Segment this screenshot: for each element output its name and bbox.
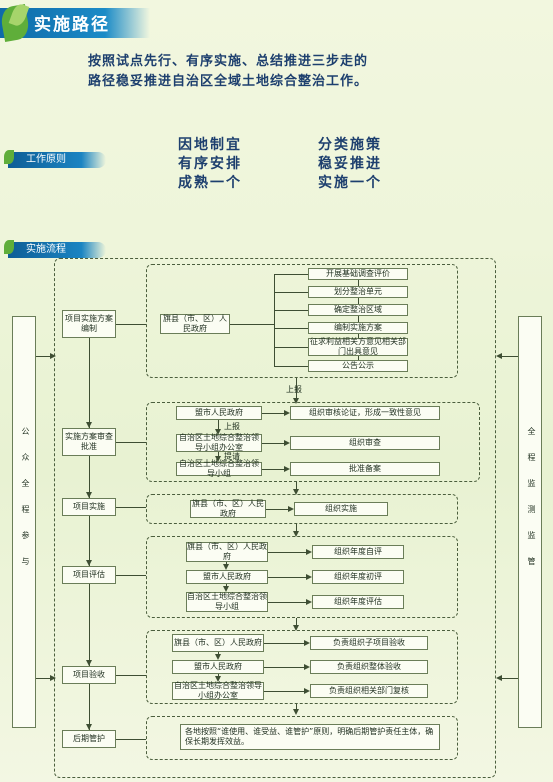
county-government: 旗县（市、区）人民政府 xyxy=(186,542,268,562)
county-government: 旗县（市、区）人民政府 xyxy=(190,499,266,518)
region-leading-group: 自治区土地综合整治领导小组 xyxy=(186,592,268,612)
action-initial-evaluate: 组织年度初评 xyxy=(312,570,404,584)
principle-item: 分类施策 xyxy=(318,137,382,153)
step-consult: 征求利益相关方意见相关部门出具意见 xyxy=(308,337,408,356)
principles-tag: 工作原则 xyxy=(8,152,106,168)
step-publicize: 公告公示 xyxy=(308,360,408,372)
action-organize-review: 组织审查 xyxy=(290,436,440,450)
page-title: 实施路径 xyxy=(34,15,110,35)
stage-plan-approve: 实施方案审查批准 xyxy=(62,428,116,456)
stage6-group xyxy=(146,716,458,760)
region-office: 自治区土地综合整治领导小组办公室 xyxy=(176,433,262,452)
leaf-icon xyxy=(4,150,14,164)
action-approve-record: 批准备案 xyxy=(290,462,440,476)
principle-item: 因地制宜 xyxy=(178,137,242,153)
process-tag: 实施流程 xyxy=(8,242,106,258)
intro-line: 按照试点先行、有序实施、总结推进三步走的 xyxy=(88,54,369,69)
county-government: 旗县（市、区）人民政府 xyxy=(160,314,230,334)
stage5-group xyxy=(146,630,458,704)
stage-accept: 项目验收 xyxy=(62,666,116,684)
label-submit: 提请 xyxy=(224,452,240,461)
step-compile-plan: 编制实施方案 xyxy=(308,322,408,334)
action-self-evaluate: 组织年度自评 xyxy=(312,545,404,559)
action-organize-implement: 组织实施 xyxy=(294,502,388,516)
side-label-right: 全程监测监管 xyxy=(527,427,536,583)
stage-evaluate: 项目评估 xyxy=(62,566,116,584)
stage3-group xyxy=(146,494,458,524)
action-review-argue: 组织审核论证，形成一致性意见 xyxy=(290,406,440,420)
stage-plan-compile: 项目实施方案编制 xyxy=(62,310,116,338)
stage4-group xyxy=(146,536,458,618)
region-office: 自治区土地综合整治领导小组办公室 xyxy=(172,681,264,700)
stage-maintain: 后期管护 xyxy=(62,730,116,748)
step-survey: 开展基础调查评价 xyxy=(308,268,408,280)
principle-item: 实施一个 xyxy=(318,175,382,191)
league-government: 盟市人民政府 xyxy=(176,406,262,420)
maintenance-text: 各地按照“谁使用、谁受益、谁管护”原则，明确后期管护责任主体，确保长期发挥效益。 xyxy=(180,724,440,750)
action-subproject-accept: 负责组织子项目验收 xyxy=(310,636,428,650)
stage2-group xyxy=(146,402,480,482)
region-leading-group: 自治区土地综合整治领导小组 xyxy=(176,459,262,478)
principle-item: 成熟一个 xyxy=(178,175,242,191)
stage-implement: 项目实施 xyxy=(62,498,116,516)
principle-item: 有序安排 xyxy=(178,156,242,172)
process-frame xyxy=(54,258,496,778)
side-label-left: 公众全程参与 xyxy=(21,427,30,583)
step-define-area: 确定整治区域 xyxy=(308,304,408,316)
county-government: 旗县（市、区）人民政府 xyxy=(172,634,264,652)
league-government: 盟市人民政府 xyxy=(172,660,264,674)
step-divide-units: 划分整治单元 xyxy=(308,286,408,298)
intro-text: 按照试点先行、有序实施、总结推进三步走的 路径稳妥推进自治区全域土地综合整治工作… xyxy=(88,52,518,92)
leaf-icon xyxy=(4,240,14,254)
public-participation-box: 公众全程参与 xyxy=(12,316,36,728)
action-annual-evaluate: 组织年度评估 xyxy=(312,595,404,609)
label-report-up: 上报 xyxy=(286,385,302,394)
label-report-up: 上报 xyxy=(224,422,240,431)
principle-item: 稳妥推进 xyxy=(318,156,382,172)
action-overall-accept: 负责组织整体验收 xyxy=(310,660,428,674)
supervision-box: 全程监测监管 xyxy=(518,316,542,728)
intro-line: 路径稳妥推进自治区全域土地综合整治工作。 xyxy=(88,74,369,89)
stage1-group xyxy=(146,264,458,378)
league-government: 盟市人民政府 xyxy=(186,570,268,584)
action-recheck: 负责组织相关部门复核 xyxy=(310,684,428,698)
